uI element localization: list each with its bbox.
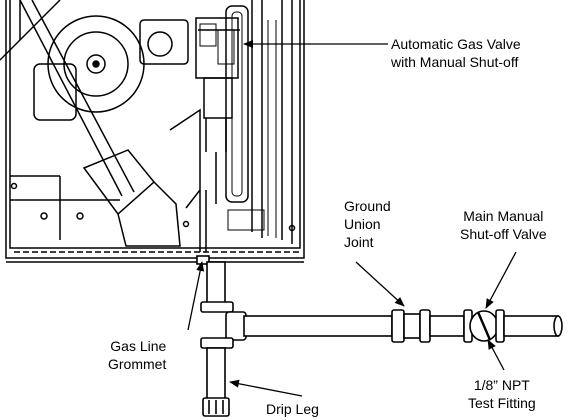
leader-ground-union-joint [355,261,405,307]
leader-gas-line-grommet [187,261,205,331]
leader-test-fitting [487,339,505,371]
gas-supply-piping [196,255,563,417]
leader-main-manual-valve [485,251,517,309]
furnace-cabinet [0,0,305,263]
label-gas-line-grommet: Gas Line Grommet [108,338,167,372]
label-drip-leg: Drip Leg [266,401,319,417]
label-automatic-gas-valve: Automatic Gas Valve with Manual Shut-off [391,36,521,70]
label-test-fitting: 1/8” NPT Test Fitting [468,377,536,411]
leader-drip-leg [229,379,303,397]
label-main-manual-valve: Main Manual Shut-off Valve [460,208,547,242]
callout-lines [187,40,517,397]
label-ground-union-joint: Ground Union Joint [344,198,391,250]
